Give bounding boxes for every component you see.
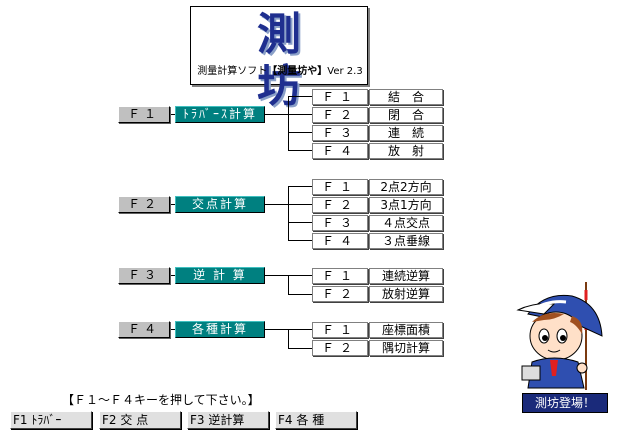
intersection-f4-key[interactable]: Ｆ４ bbox=[312, 233, 368, 249]
fn-button-f1[interactable]: F1 ﾄﾗﾊﾞｰ bbox=[10, 411, 92, 429]
fn-key-label: F2 bbox=[102, 413, 117, 427]
item-coord-area[interactable]: 座標面積 bbox=[369, 322, 443, 338]
item-heigo[interactable]: 閉 合 bbox=[369, 107, 443, 123]
fn-key-label: F1 bbox=[13, 413, 28, 427]
intersection-f2-key[interactable]: Ｆ２ bbox=[312, 197, 368, 213]
fn-label: 逆計算 bbox=[208, 413, 245, 427]
traverse-f4-key[interactable]: Ｆ４ bbox=[312, 143, 368, 159]
item-3pt-1dir[interactable]: 3点1方向 bbox=[369, 197, 443, 213]
group-f1-key[interactable]: Ｆ１ bbox=[118, 106, 170, 123]
subtitle-version: Ver 2.3 bbox=[327, 66, 363, 77]
traverse-f2-key[interactable]: Ｆ２ bbox=[312, 107, 368, 123]
title-box: 測坊 測量計算ソフト【測量坊や】Ver 2.3 bbox=[190, 6, 368, 112]
fn-button-f2[interactable]: F2 交 点 bbox=[99, 411, 181, 429]
intersection-f1-key[interactable]: Ｆ１ bbox=[312, 179, 368, 195]
fn-key-label: F3 bbox=[190, 413, 205, 427]
item-corner-cut[interactable]: 隅切計算 bbox=[369, 340, 443, 356]
category-intersection[interactable]: 交点計算 bbox=[175, 196, 265, 213]
fn-label: 交 点 bbox=[120, 413, 149, 427]
subtitle-highlight: 【測量坊や】 bbox=[267, 66, 328, 77]
item-2pt-2dir[interactable]: 2点2方向 bbox=[369, 179, 443, 195]
traverse-f1-key[interactable]: Ｆ１ bbox=[312, 89, 368, 105]
category-traverse[interactable]: ﾄﾗﾊﾞｰｽ計算 bbox=[175, 106, 265, 123]
category-misc[interactable]: 各種計算 bbox=[175, 321, 265, 338]
misc-f2-key[interactable]: Ｆ２ bbox=[312, 340, 368, 356]
fn-label: ﾄﾗﾊﾞｰ bbox=[31, 413, 62, 427]
group-f3-key[interactable]: Ｆ３ bbox=[118, 267, 170, 284]
mascot-appear-badge[interactable]: 測坊登場！ bbox=[522, 393, 608, 413]
fn-button-f4[interactable]: F4 各 種 bbox=[275, 411, 357, 429]
app-subtitle: 測量計算ソフト【測量坊や】Ver 2.3 bbox=[195, 65, 365, 79]
misc-f1-key[interactable]: Ｆ１ bbox=[312, 322, 368, 338]
item-3pt-perpendicular[interactable]: ３点垂線 bbox=[369, 233, 443, 249]
item-ketsugo[interactable]: 結 合 bbox=[369, 89, 443, 105]
item-hosha[interactable]: 放 射 bbox=[369, 143, 443, 159]
subtitle-prefix: 測量計算ソフト bbox=[197, 66, 268, 77]
fn-label: 各 種 bbox=[296, 413, 325, 427]
mascot-surveyor-boy-image[interactable] bbox=[514, 280, 614, 392]
group-f4-key[interactable]: Ｆ４ bbox=[118, 321, 170, 338]
group-f2-key[interactable]: Ｆ２ bbox=[118, 196, 170, 213]
fn-button-f3[interactable]: F3 逆計算 bbox=[187, 411, 269, 429]
instruction-prompt: 【Ｆ１～Ｆ４キーを押して下さい。】 bbox=[62, 393, 260, 407]
intersection-f3-key[interactable]: Ｆ３ bbox=[312, 215, 368, 231]
item-renzoku[interactable]: 連 続 bbox=[369, 125, 443, 141]
traverse-f3-key[interactable]: Ｆ３ bbox=[312, 125, 368, 141]
fn-key-label: F4 bbox=[278, 413, 293, 427]
app-logo-title: 測坊 bbox=[257, 9, 337, 112]
inverse-f2-key[interactable]: Ｆ２ bbox=[312, 286, 368, 302]
item-radial-inverse[interactable]: 放射逆算 bbox=[369, 286, 443, 302]
category-inverse[interactable]: 逆 計 算 bbox=[175, 267, 265, 284]
item-continuous-inverse[interactable]: 連続逆算 bbox=[369, 268, 443, 284]
inverse-f1-key[interactable]: Ｆ１ bbox=[312, 268, 368, 284]
item-4pt-intersect[interactable]: ４点交点 bbox=[369, 215, 443, 231]
